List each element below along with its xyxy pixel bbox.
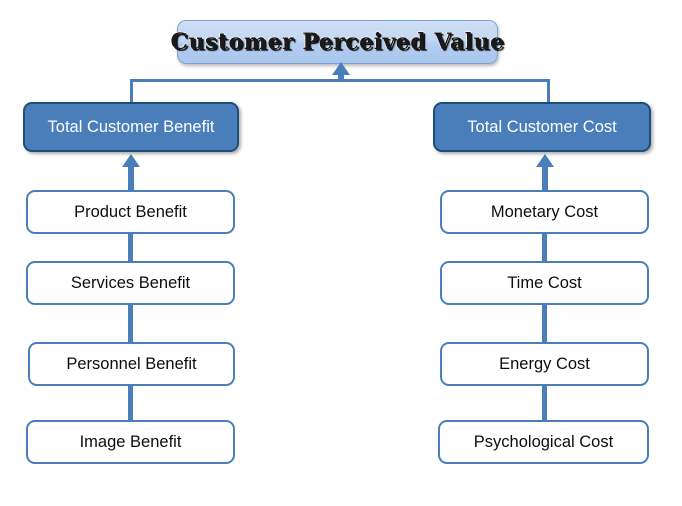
item-label: Monetary Cost: [490, 202, 599, 221]
header-label: Total Customer Cost: [467, 117, 617, 136]
bracket-drop-left: [130, 79, 133, 104]
bracket-horizontal: [130, 79, 550, 82]
left-header-arrow-head: [122, 154, 140, 167]
item-box-psychological-cost[interactable]: Psychological Cost: [438, 420, 649, 464]
item-box-monetary-cost[interactable]: Monetary Cost: [440, 190, 649, 234]
right-connector-1: [542, 234, 547, 262]
item-label: Psychological Cost: [473, 432, 614, 451]
item-box-image-benefit[interactable]: Image Benefit: [26, 420, 235, 464]
page-title: Customer Perceived Value: [170, 29, 505, 56]
right-header-arrow-head: [536, 154, 554, 167]
item-label: Energy Cost: [499, 354, 590, 373]
title-arrow-stem: [338, 72, 344, 82]
item-box-time-cost[interactable]: Time Cost: [440, 261, 649, 305]
header-box-total-customer-benefit[interactable]: Total Customer Benefit: [23, 102, 239, 152]
title-arrow-head: [332, 62, 350, 75]
left-connector-2: [128, 305, 133, 343]
item-label: Personnel Benefit: [66, 354, 197, 373]
item-box-personnel-benefit[interactable]: Personnel Benefit: [28, 342, 235, 386]
item-box-product-benefit[interactable]: Product Benefit: [26, 190, 235, 234]
item-label: Image Benefit: [79, 432, 182, 451]
item-box-services-benefit[interactable]: Services Benefit: [26, 261, 235, 305]
item-label: Time Cost: [507, 273, 582, 292]
header-box-total-customer-cost[interactable]: Total Customer Cost: [433, 102, 651, 152]
item-label: Product Benefit: [74, 202, 187, 221]
item-box-energy-cost[interactable]: Energy Cost: [440, 342, 649, 386]
bracket-drop-right: [547, 79, 550, 104]
item-label: Services Benefit: [70, 273, 191, 292]
right-header-arrow-stem: [542, 166, 548, 190]
diagram-title-box: Customer Perceived Value: [170, 20, 504, 64]
left-connector-1: [128, 234, 133, 262]
header-label: Total Customer Benefit: [47, 117, 215, 136]
right-connector-3: [542, 386, 547, 420]
right-connector-2: [542, 305, 547, 343]
left-header-arrow-stem: [128, 166, 134, 190]
left-connector-3: [128, 386, 133, 420]
